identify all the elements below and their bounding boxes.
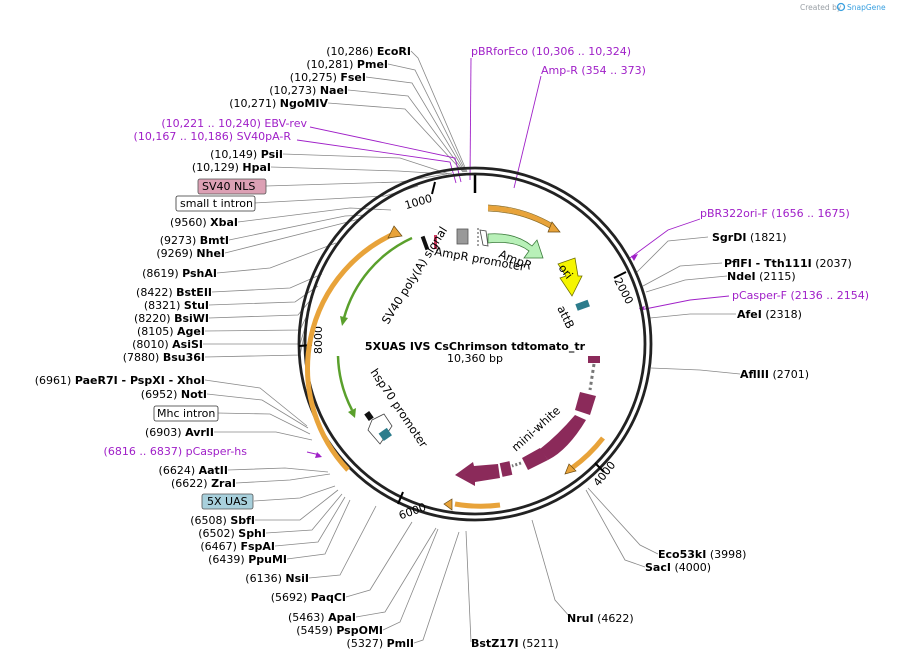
site-naei[interactable]: (10,273) NaeI	[269, 84, 348, 97]
site-sgrdi[interactable]: SgrDI (1821)	[712, 231, 787, 244]
site-nrui[interactable]: NruI (4622)	[567, 612, 634, 625]
green-arrowhead-icon	[340, 316, 348, 326]
site-ppumi[interactable]: (6439) PpuMI	[208, 553, 287, 566]
primer-arrow-icon	[315, 452, 322, 458]
ampr-promoter-label: AmpR promoter	[433, 244, 526, 274]
site-bsiwi[interactable]: (8220) BsiWI	[134, 312, 209, 325]
site-bsteii[interactable]: (8422) BstEII	[136, 286, 212, 299]
primer-pbr322ori-f[interactable]: pBR322ori-F (1656 .. 1675)	[700, 207, 850, 220]
site-ndei[interactable]: NdeI (2115)	[727, 270, 796, 283]
site-ecori[interactable]: (10,286) EcoRI	[326, 45, 411, 58]
leader-lines	[203, 50, 741, 644]
site-ngomiv[interactable]: (10,271) NgoMIV	[229, 97, 328, 110]
attb-label: attB	[554, 303, 577, 331]
ori-feature	[557, 257, 583, 297]
credit-brand: SnapGene	[847, 3, 886, 12]
small-t-intron-label: small t intron	[180, 197, 253, 210]
site-sbfi[interactable]: (6508) SbfI	[190, 514, 255, 527]
primer-sv40pa-r[interactable]: (10,167 .. 10,186) SV40pA-R	[134, 130, 292, 143]
plasmid-length: 10,360 bp	[447, 352, 503, 365]
uas-label: 5X UAS	[207, 495, 248, 508]
site-pmli[interactable]: (5327) PmlI	[347, 637, 414, 650]
ampr-feature	[487, 233, 544, 259]
site-aflIII[interactable]: AflIII (2701)	[740, 368, 809, 381]
uas-box[interactable]	[201, 493, 254, 510]
sv40-nls-label: SV40 NLS	[202, 180, 255, 193]
orange-arc-outlines	[487, 204, 554, 231]
site-hpai[interactable]: (10,129) HpaI	[192, 161, 271, 174]
orange-arrowhead-icon	[547, 221, 561, 233]
primer-pcasper-hs[interactable]: (6816 .. 6837) pCasper-hs	[104, 445, 248, 458]
black-feature-mark	[420, 235, 430, 251]
pink-feature-mark	[434, 235, 437, 249]
uas-block	[378, 427, 392, 441]
site-sphi[interactable]: (6502) SphI	[198, 527, 266, 540]
site-apai[interactable]: (5463) ApaI	[288, 611, 356, 624]
mini-white-feature	[455, 356, 600, 486]
ampr-promoter-feature	[479, 229, 489, 247]
site-stui[interactable]: (8321) StuI	[144, 299, 209, 312]
mhc-intron-box[interactable]	[153, 405, 219, 422]
primer-pbrforeco[interactable]: pBRforEco (10,306 .. 10,324)	[471, 45, 631, 58]
site-bstz17i[interactable]: BstZ17I (5211)	[471, 637, 559, 650]
snapgene-credit: Created by SnapGene	[800, 2, 886, 12]
grey-feature-block	[456, 228, 469, 245]
site-avrii[interactable]: (6903) AvrII	[145, 426, 214, 439]
site-paer7i[interactable]: (6961) PaeR7I - PspXI - XhoI	[35, 374, 205, 387]
orange-arrowhead-icon	[387, 225, 403, 239]
site-bsu36i[interactable]: (7880) Bsu36I	[123, 351, 205, 364]
site-fspai[interactable]: (6467) FspAI	[200, 540, 275, 553]
site-afei[interactable]: AfeI (2318)	[737, 308, 802, 321]
left-sites: (10,286) EcoRI (10,281) PmeI (10,275) Fs…	[35, 45, 414, 650]
right-sites: SgrDI (1821) PflFI - Tth111I (2037) NdeI…	[471, 231, 852, 650]
primer-arrow-icon	[631, 254, 638, 261]
orange-arrowhead-icon	[443, 498, 453, 511]
small-t-intron-box[interactable]	[175, 195, 256, 212]
primer-labels: pBRforEco (10,306 .. 10,324) Amp-R (354 …	[104, 45, 870, 458]
site-xbai[interactable]: (9560) XbaI	[170, 216, 238, 229]
orange-arrowhead-icon	[564, 463, 577, 475]
site-pspomi[interactable]: (5459) PspOMI	[296, 624, 383, 637]
snapgene-logo-icon	[836, 2, 846, 12]
primer-ebv-rev[interactable]: (10,221 .. 10,240) EBV-rev	[161, 117, 307, 130]
backbone-inner	[303, 172, 647, 516]
orange-feature-arcs	[305, 205, 605, 509]
backbone-outer	[297, 166, 653, 522]
boxed-labels: SV40 NLS small t intron Mhc intron 5X UA…	[153, 178, 267, 510]
plasmid-name: 5XUAS IVS CsChrimson tdtomato_tr	[365, 340, 586, 353]
sv40-nls-box[interactable]	[197, 178, 267, 195]
site-pmei[interactable]: (10,281) PmeI	[306, 58, 388, 71]
site-noti[interactable]: (6952) NotI	[141, 388, 207, 401]
site-nsii[interactable]: (6136) NsiI	[245, 572, 309, 585]
site-bmti[interactable]: (9273) BmtI	[160, 234, 229, 247]
scale-label-8000: 8000	[312, 326, 325, 354]
sv40-polya-label: SV40 poly(A) signal	[379, 224, 450, 327]
site-zrai[interactable]: (6622) ZraI	[171, 477, 236, 490]
green-feature-arcs	[336, 236, 413, 411]
credit-prefix: Created by	[800, 3, 842, 12]
attb-feature	[575, 299, 590, 311]
green-arrowhead-icon	[348, 408, 356, 418]
scale-label-1000: 1000	[403, 192, 433, 212]
site-psii[interactable]: (10,149) PsiI	[210, 148, 283, 161]
site-eco53ki[interactable]: Eco53kI (3998)	[658, 548, 746, 561]
black-mark	[364, 411, 374, 421]
site-asisi[interactable]: (8010) AsiSI	[132, 338, 203, 351]
site-fsei[interactable]: (10,275) FseI	[290, 71, 366, 84]
site-saci[interactable]: SacI (4000)	[645, 561, 711, 574]
site-agei[interactable]: (8105) AgeI	[137, 325, 205, 338]
site-pflfi[interactable]: PflFI - Tth111I (2037)	[724, 257, 852, 270]
site-aatii[interactable]: (6624) AatII	[159, 464, 228, 477]
site-nhei[interactable]: (9269) NheI	[156, 247, 225, 260]
site-paqci[interactable]: (5692) PaqCI	[271, 591, 346, 604]
primer-pcasper-f[interactable]: pCasper-F (2136 .. 2154)	[732, 289, 869, 302]
primer-amp-r[interactable]: Amp-R (354 .. 373)	[541, 64, 646, 77]
mhc-intron-label: Mhc intron	[157, 407, 215, 420]
site-pshai[interactable]: (8619) PshAI	[142, 267, 217, 280]
